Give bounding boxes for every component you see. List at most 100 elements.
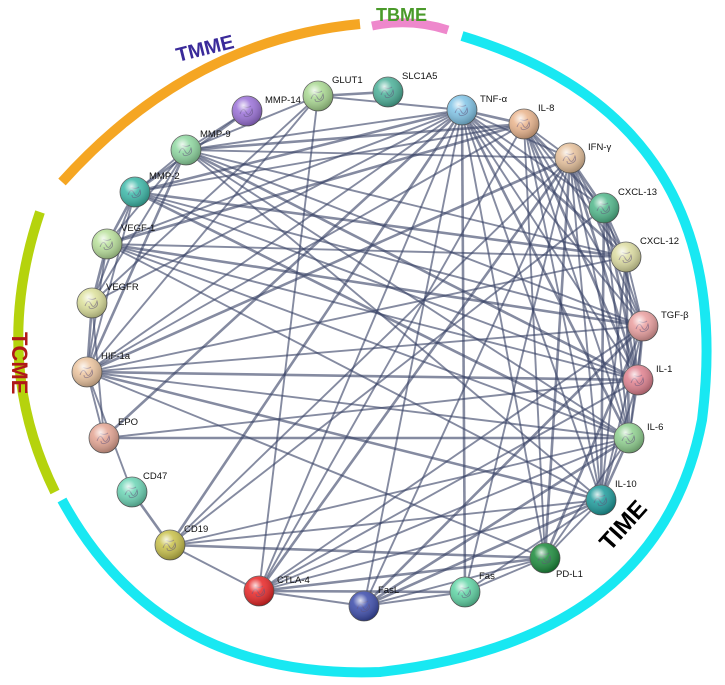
edge-TNF-α-MMP-9 — [185, 109, 463, 151]
node-Fas[interactable]: Fas — [449, 571, 495, 608]
edge-IL-10-Fas — [464, 499, 602, 593]
node-shine — [614, 423, 644, 453]
node-label: PD-L1 — [556, 569, 583, 580]
edge-TGF-β-HIF-1a — [86, 325, 644, 373]
node-VEGF-1[interactable]: VEGF-1 — [91, 223, 155, 260]
node-label: SLC1A5 — [402, 71, 437, 82]
edge-IL-6-CD19 — [169, 437, 630, 546]
node-label: IL-1 — [656, 364, 672, 375]
node-shine — [509, 109, 539, 139]
protein-nodes: TNF-α IL-8IFN-γCXCL-13CXCL-12TGF-βIL-1IL-… — [71, 71, 689, 622]
node-SLC1A5[interactable]: SLC1A5 — [372, 71, 437, 108]
node-IL-6[interactable]: IL-6 — [613, 422, 663, 454]
node-CD19[interactable]: CD19 — [154, 524, 208, 561]
edge-IL-10-VEGF-1 — [106, 243, 602, 501]
node-label: CXCL-12 — [640, 236, 679, 247]
node-label: CD47 — [143, 471, 167, 482]
node-MMP-2[interactable]: MMP-2 — [119, 171, 180, 208]
node-shine — [232, 96, 262, 126]
edge-TGF-β-IL-10 — [600, 325, 644, 501]
node-HIF-1a[interactable]: HIF-1a — [71, 351, 131, 388]
edge-TNF-α-EPO — [103, 109, 463, 439]
node-IL-1[interactable]: IL-1 — [622, 364, 672, 396]
edge-TNF-α-MMP-2 — [134, 108, 463, 194]
edge-IL-8-HIF-1a — [86, 123, 525, 373]
node-CXCL-13[interactable]: CXCL-13 — [588, 187, 657, 224]
label-tcme: TCME — [7, 332, 32, 394]
edge-IL-6-FasL — [363, 436, 630, 608]
edge-TNF-α-IL-1 — [461, 109, 639, 381]
edge-IL-1-MMP-9 — [185, 148, 639, 382]
edge-IL-10-HIF-1a — [86, 370, 602, 502]
edge-IL-1-CTLA-4 — [258, 379, 639, 592]
node-label: VEGFR — [106, 282, 139, 293]
node-CD47[interactable]: CD47 — [116, 471, 167, 508]
node-shine — [447, 95, 477, 125]
edge-TNF-α-VEGFR — [91, 109, 463, 304]
node-CTLA-4[interactable]: CTLA-4 — [243, 575, 310, 607]
edge-IL-8-MMP-2 — [134, 123, 525, 193]
edge-GLUT1-CTLA-4 — [258, 95, 319, 592]
node-label: MMP-14 — [265, 95, 301, 106]
edge-PD-L1-HIF-1a — [86, 371, 546, 559]
label-tbme: TBME — [376, 5, 427, 25]
edge-HIF-1a-GLUT1 — [86, 95, 319, 373]
arc-time — [57, 31, 712, 678]
node-shine — [373, 77, 403, 107]
edge-GLUT1-VEGFR — [91, 95, 319, 304]
node-shine — [623, 365, 653, 395]
node-shine — [120, 177, 150, 207]
node-TGF-β[interactable]: TGF-β — [627, 310, 689, 342]
node-shine — [586, 485, 616, 515]
node-FasL[interactable]: FasL — [348, 585, 399, 622]
node-label: FasL — [378, 585, 399, 596]
edge-TNF-α-TGF-β — [461, 109, 644, 327]
node-label: IL-6 — [647, 422, 663, 433]
node-shine — [589, 193, 619, 223]
node-shine — [303, 81, 333, 111]
edge-TNF-α-IL-10 — [461, 109, 602, 501]
edge-TGF-β-MMP-9 — [185, 149, 644, 327]
node-MMP-9[interactable]: MMP-9 — [170, 129, 231, 166]
edge-TGF-β-VEGF-1 — [106, 242, 644, 328]
node-VEGFR[interactable]: VEGFR — [76, 282, 139, 319]
edge-IL-8-IL-6 — [523, 123, 630, 439]
node-PD-L1[interactable]: PD-L1 — [529, 542, 583, 580]
edge-IL-6-HIF-1a — [86, 371, 630, 439]
node-CXCL-12[interactable]: CXCL-12 — [610, 236, 679, 273]
node-label: CD19 — [184, 524, 208, 535]
node-shine — [155, 530, 185, 560]
edge-IFN-γ-MMP-9 — [185, 149, 571, 159]
arc-tcme — [13, 210, 60, 495]
node-IL-8[interactable]: IL-8 — [508, 103, 554, 140]
edge-IL-8-MMP-9 — [185, 122, 525, 152]
edge-IFN-γ-FasL — [363, 157, 571, 607]
node-label: MMP-2 — [149, 171, 180, 182]
node-label: MMP-9 — [200, 129, 231, 140]
node-TNF-α[interactable]: TNF-α — [446, 94, 508, 126]
edge-VEGFR-MMP-9 — [91, 149, 187, 304]
node-shine — [77, 288, 107, 318]
node-label: VEGF-1 — [121, 223, 155, 234]
node-shine — [530, 543, 560, 573]
node-MMP-14[interactable]: MMP-14 — [231, 95, 301, 127]
node-label: HIF-1a — [101, 351, 131, 362]
node-label: IFN-γ — [588, 142, 611, 153]
node-IFN-γ[interactable]: IFN-γ — [554, 142, 611, 174]
edge-IL-1-MMP-2 — [134, 191, 639, 381]
node-label: GLUT1 — [332, 75, 363, 86]
edge-TNF-α-Fas — [460, 109, 467, 593]
edge-PD-L1-CD19 — [169, 543, 546, 560]
node-shine — [450, 577, 480, 607]
node-IL-10[interactable]: IL-10 — [585, 479, 637, 516]
edge-IFN-γ-Fas — [464, 157, 571, 593]
node-label: CTLA-4 — [277, 575, 310, 586]
node-shine — [555, 143, 585, 173]
node-GLUT1[interactable]: GLUT1 — [302, 75, 363, 112]
node-label: IL-8 — [538, 103, 554, 114]
node-EPO[interactable]: EPO — [88, 417, 138, 454]
edge-TGF-β-PD-L1 — [543, 325, 645, 559]
edge-IFN-γ-PD-L1 — [543, 157, 572, 559]
edge-IL-1-EPO — [103, 379, 639, 439]
